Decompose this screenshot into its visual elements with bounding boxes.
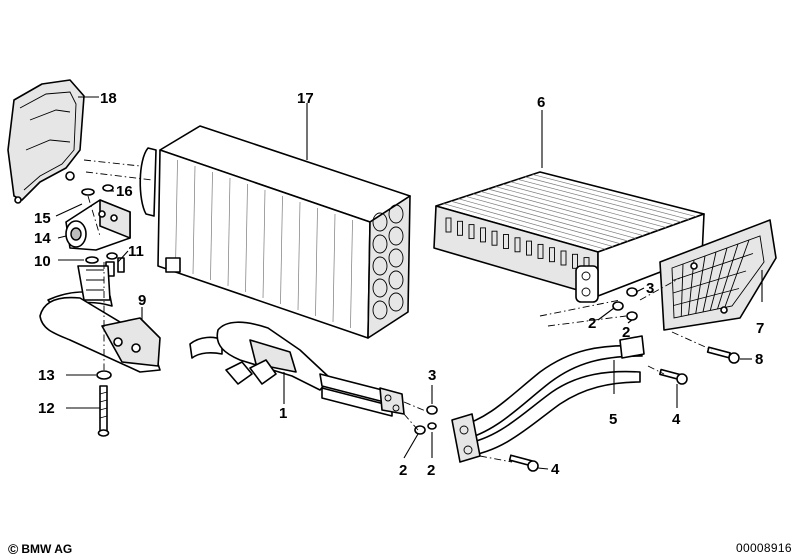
callout-5: 5 [609,411,617,428]
copyright-symbol: © [8,541,19,557]
evaporator-fin-line [297,201,301,311]
heater-fin-line [487,188,652,234]
heater-fin-line [532,174,697,218]
evaporator-coil-bend [388,270,404,290]
part-17-evaporator [139,125,411,339]
callout-6: 6 [537,94,545,111]
callout-2-lower-left: 2 [399,462,407,479]
callout-13: 13 [38,367,55,384]
callout-3-upper: 3 [646,280,654,297]
heater-tank-rib [468,224,475,240]
callout-4-right: 4 [672,411,681,428]
heater-tank-rib [572,253,578,269]
heater-fin-line [525,176,689,220]
evaporator-fin-line [315,207,318,317]
heater-tank-rib [445,217,452,233]
bracket-grid-line [673,288,740,306]
callout-18: 18 [100,90,117,107]
callout-3-lower: 3 [428,367,436,384]
copyright-notice: © BMW AG [8,541,72,557]
heater-fin-line [450,200,614,247]
callout-2-upper-right: 2 [622,324,630,341]
evaporator-coil-bend [388,292,404,312]
callout-11: 11 [128,243,144,260]
evaporator-coil-bend [388,226,404,246]
part-6-heater-core [433,171,705,303]
part-13-washer [96,370,112,380]
evaporator-fin-line [280,195,283,305]
heater-fin-line [517,178,682,223]
callout-10: 10 [34,253,51,270]
evaporator-fin-line [192,165,196,275]
heater-fin-line [443,203,606,250]
callout-16: 16 [116,183,133,200]
heater-fin-line [480,191,644,237]
part-9-pipe-bracket [39,265,161,373]
evaporator-coil-bend [372,234,388,254]
part-18-cover [7,79,85,204]
hardware-screw-4a [659,368,688,385]
callout-labels: 18 17 6 16 15 14 11 10 9 3 2 2 7 8 13 12… [34,90,764,479]
callout-17: 17 [297,90,314,107]
callout-12: 12 [38,400,55,417]
heater-tank-rib [537,243,544,259]
part-15-16-seal-rings [81,184,118,264]
evaporator-fin-line [210,171,213,281]
callout-2-lower-right: 2 [427,462,435,479]
heater-fin-line [510,181,674,226]
bracket-grid-line [672,270,747,294]
evaporator-fin-line [227,177,231,287]
callout-8: 8 [755,351,763,368]
evaporator-fin-line [350,219,353,329]
callout-15: 15 [34,210,51,227]
heater-fin-line [465,195,629,242]
part-1-tube-assembly [189,321,405,417]
callout-14: 14 [34,230,51,247]
document-number: 00008916 [736,541,792,555]
evaporator-coil-bend [372,212,388,232]
evaporator-coil-bend [372,256,388,276]
copyright-text: BMW AG [21,542,73,556]
part-5-heater-pipes [451,335,645,463]
assembly-axis-lines [83,159,713,463]
evaporator-coil-bend [388,248,404,268]
evaporator-fin-line [245,183,248,293]
hardware-screw-8 [706,346,740,364]
heater-tank-rib [491,230,498,246]
heater-fin-line [458,198,621,245]
hardware-screw-4b [508,454,539,472]
bracket-grid-line [672,253,754,281]
leader-lines [55,96,763,470]
heater-tank-rib [526,240,532,256]
evaporator-coil-bend [388,204,404,224]
heater-tank-rib [457,220,463,236]
evaporator-fin-line [332,213,336,323]
heater-tank-rib [480,227,486,243]
heater-tank-rib [549,247,555,263]
heater-fin-line [495,186,659,231]
evaporator-coil-bend [372,300,388,320]
part-12-bolt [97,385,110,437]
heater-fin-line [502,183,667,228]
callout-4-bottom: 4 [551,461,560,478]
callout-7: 7 [756,320,764,337]
callout-2-upper-left: 2 [588,315,596,332]
part-14-expansion-valve [65,199,131,251]
heater-tank-rib [503,234,509,249]
heater-fin-line [473,193,636,239]
heater-tank-rib [514,237,521,253]
evaporator-fin-line [175,159,178,269]
heater-tank-rib [560,250,567,266]
part-7-bracket [659,219,777,331]
evaporator-coil-bend [372,278,388,298]
callout-9: 9 [138,292,146,309]
callout-1: 1 [279,405,287,422]
evaporator-fin-line [262,189,266,299]
